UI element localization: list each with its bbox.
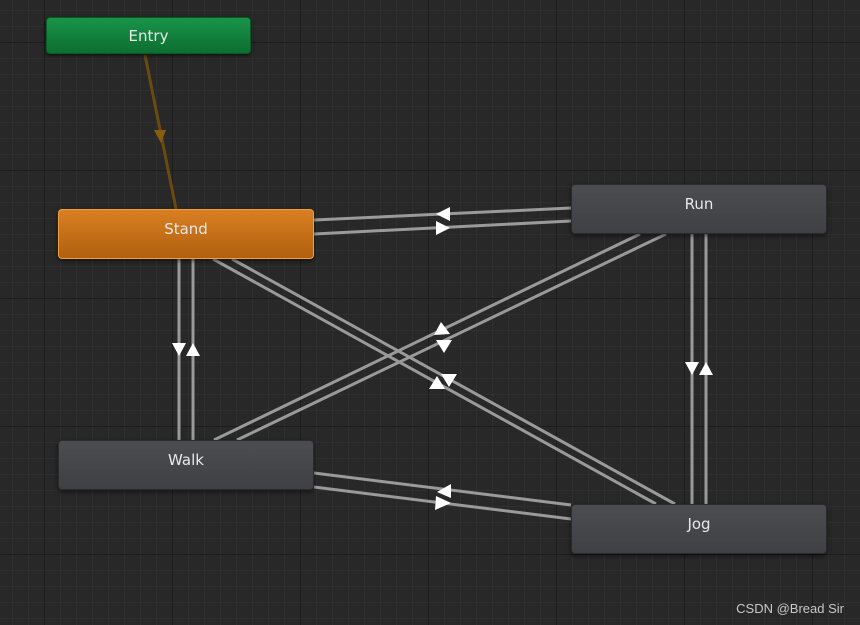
arrow-icon — [685, 362, 699, 375]
state-node-walk[interactable]: Walk — [58, 440, 314, 490]
arrow-icon — [434, 322, 450, 335]
watermark-text: CSDN @Bread Sir — [736, 601, 844, 616]
arrow-icon — [436, 221, 450, 235]
arrow-icon — [436, 340, 452, 353]
state-node-run[interactable]: Run — [571, 184, 827, 234]
arrow-icon — [172, 343, 186, 356]
transition-run-walk[interactable] — [213, 232, 667, 442]
arrow-icon — [699, 362, 713, 375]
arrow-icon — [435, 496, 451, 510]
arrow-icon — [441, 374, 457, 387]
arrow-icon — [186, 343, 200, 356]
arrow-icon — [436, 207, 450, 221]
arrow-icon — [154, 130, 166, 143]
state-node-stand[interactable]: Stand — [58, 209, 314, 259]
state-label-jog: Jog — [687, 515, 711, 533]
state-label-stand: Stand — [164, 220, 208, 238]
arrow-icon — [437, 484, 451, 498]
transition-entry-to-stand[interactable] — [143, 54, 178, 210]
state-node-entry[interactable]: Entry — [46, 17, 251, 54]
transition-walk-jog[interactable] — [313, 471, 572, 521]
state-label-entry: Entry — [128, 26, 169, 45]
state-label-walk: Walk — [168, 451, 204, 469]
state-node-jog[interactable]: Jog — [571, 504, 827, 554]
arrow-icon — [429, 376, 445, 389]
state-label-run: Run — [684, 195, 714, 213]
